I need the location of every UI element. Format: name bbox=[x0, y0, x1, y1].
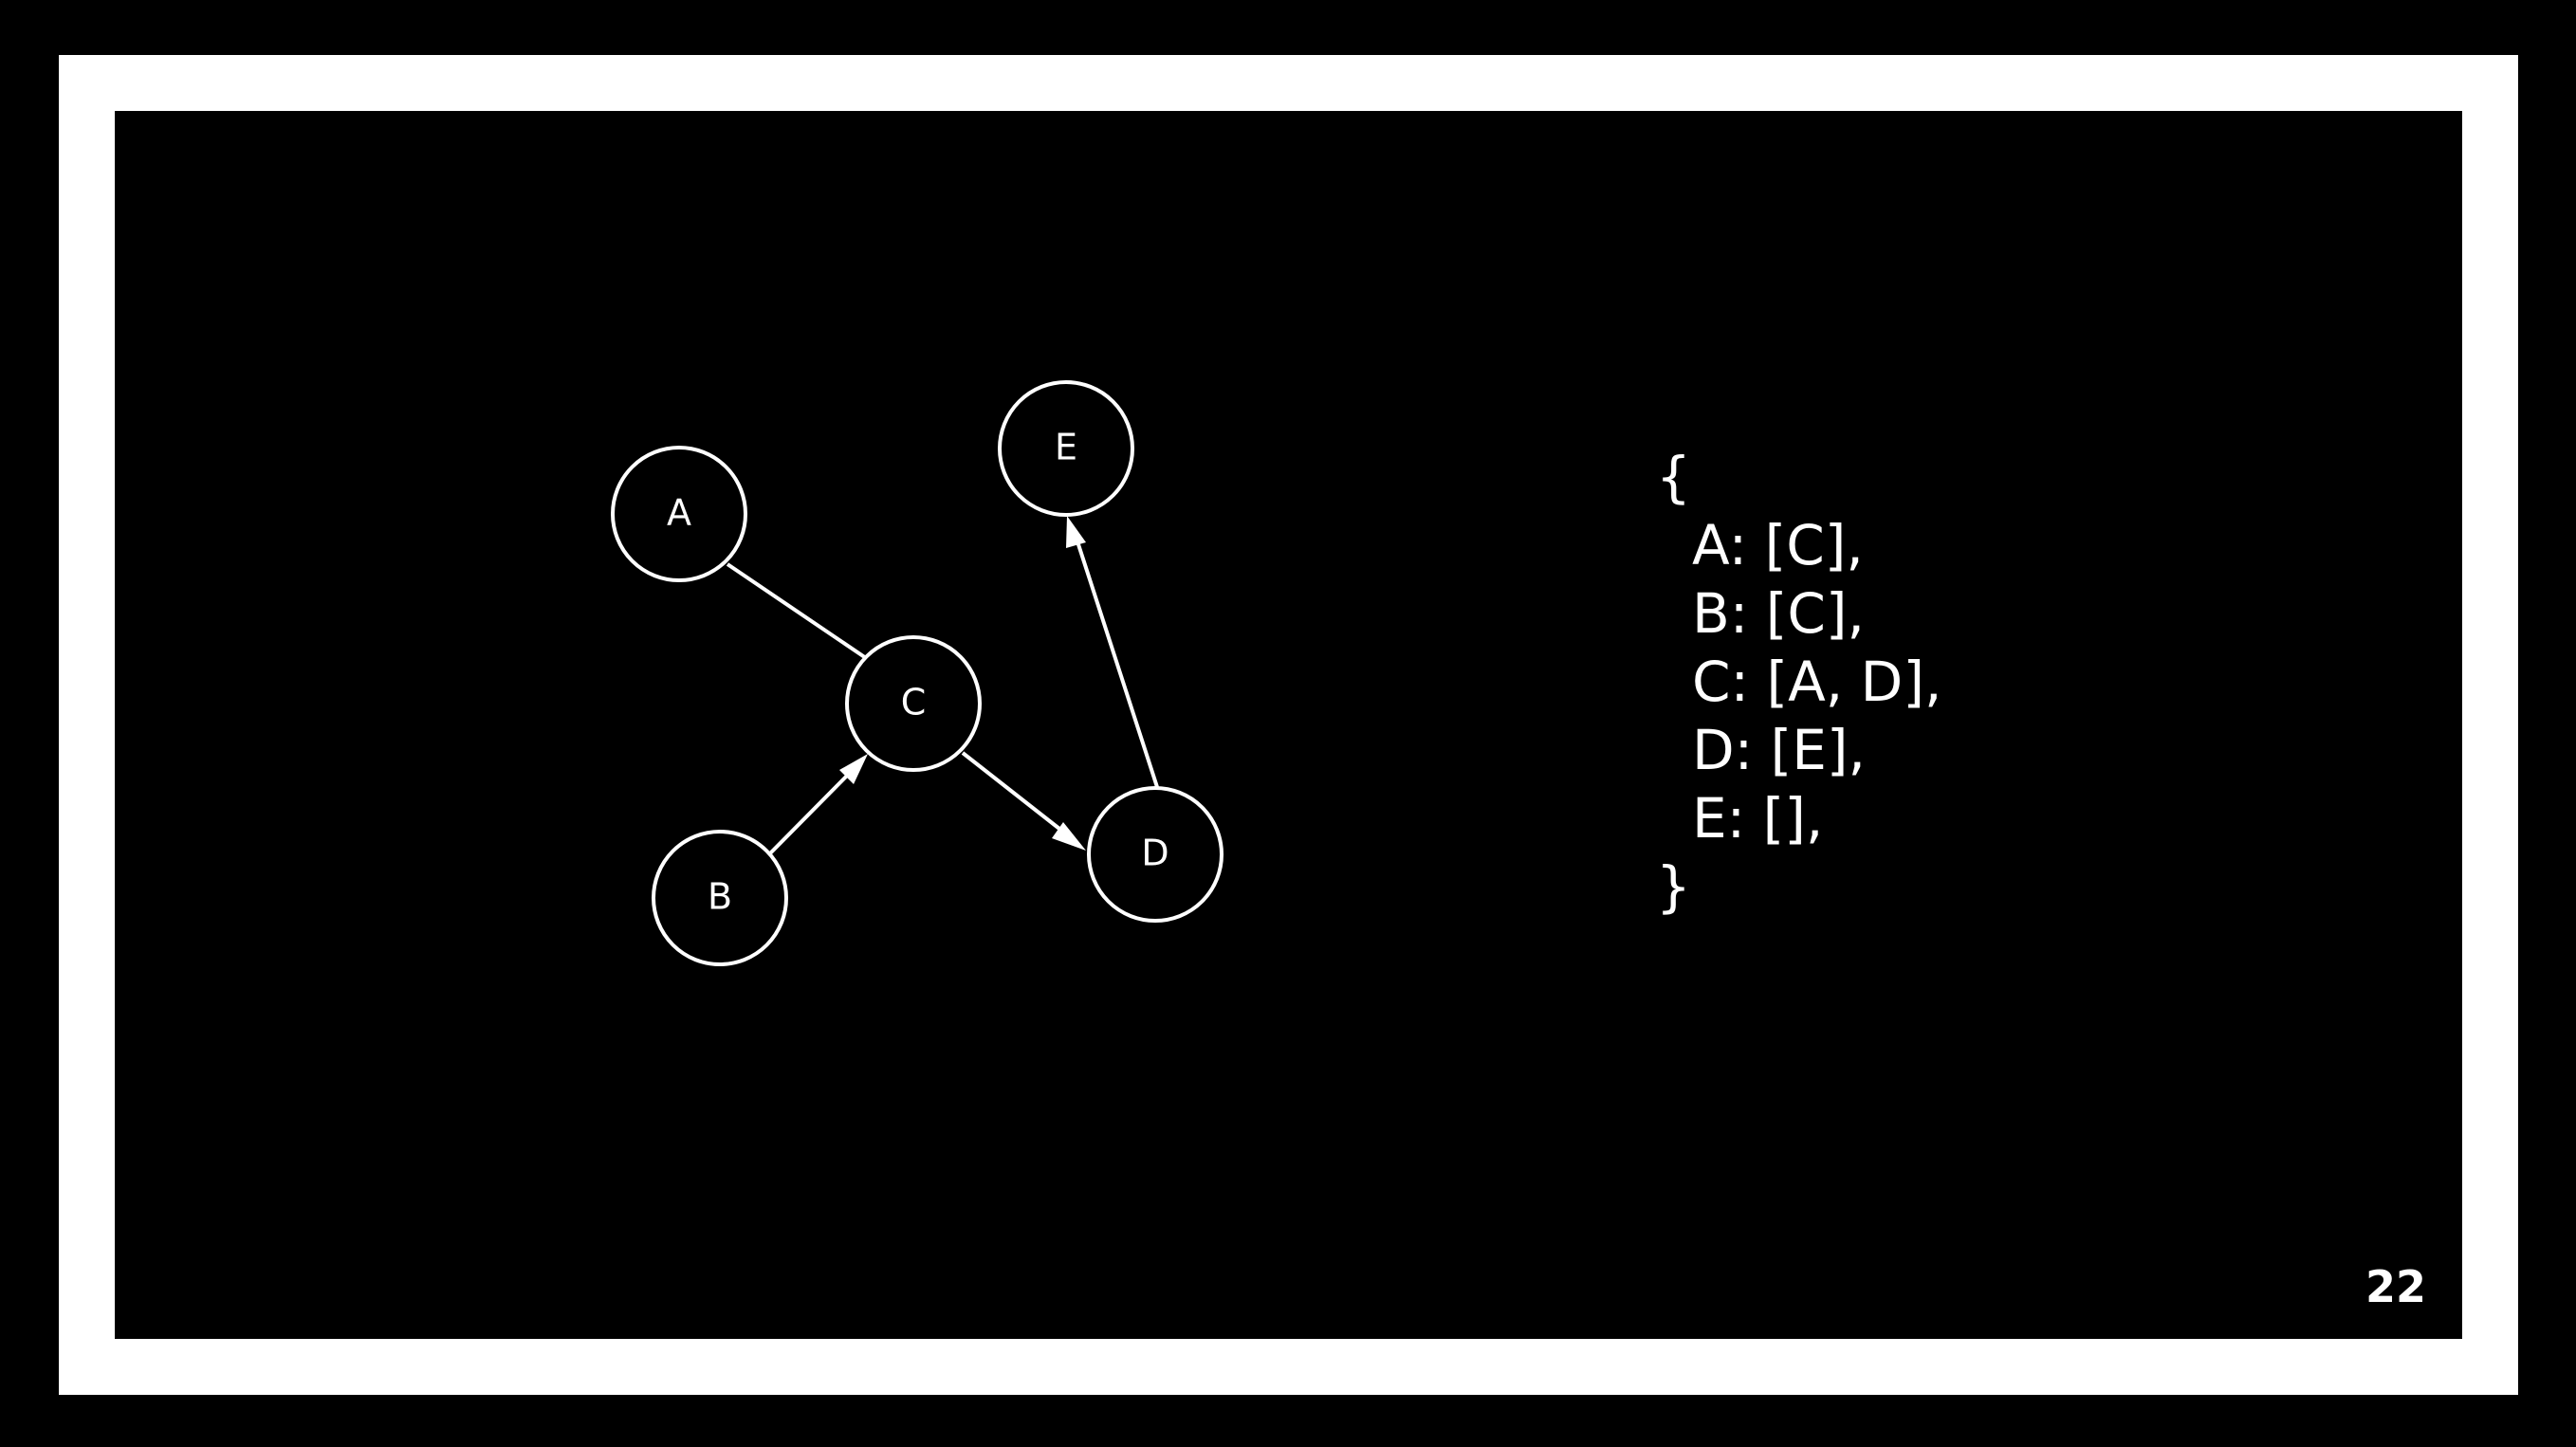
adjacency-line-e: E: [], bbox=[1692, 786, 1824, 851]
node-c-label: C bbox=[901, 682, 927, 724]
edge-b-c bbox=[766, 770, 853, 857]
adjacency-line-b: B: [C], bbox=[1692, 581, 1865, 646]
adjacency-line-c: C: [A, D], bbox=[1692, 650, 1942, 714]
adjacency-list: { A: [C], B: [C], C: [A, D], D: [E], E: … bbox=[1656, 443, 1941, 921]
edge-d-e-arrowhead bbox=[1066, 516, 1086, 548]
graph-diagram: A B C D E bbox=[611, 380, 1224, 966]
open-brace: { bbox=[1656, 445, 1691, 509]
node-e-label: E bbox=[1055, 427, 1077, 468]
edge-a-c bbox=[726, 562, 871, 662]
edge-c-d bbox=[961, 751, 1061, 831]
node-b-label: B bbox=[708, 876, 732, 918]
adjacency-line-d: D: [E], bbox=[1692, 718, 1866, 782]
edge-d-e bbox=[1075, 538, 1159, 788]
slide-number: 22 bbox=[2364, 1261, 2426, 1312]
node-a-label: A bbox=[667, 492, 691, 534]
node-c: C bbox=[845, 635, 982, 772]
adjacency-line-a: A: [C], bbox=[1692, 513, 1864, 577]
node-d-label: D bbox=[1141, 833, 1168, 874]
slide-canvas: A B C D E { A: [C], B: [C], C: [A, D], D… bbox=[115, 111, 2462, 1339]
edge-c-d-arrowhead bbox=[1052, 822, 1086, 851]
node-b: B bbox=[652, 830, 788, 966]
node-e: E bbox=[998, 380, 1134, 517]
close-brace: } bbox=[1656, 854, 1691, 919]
node-d: D bbox=[1087, 786, 1224, 923]
edge-b-c-arrowhead bbox=[839, 754, 868, 784]
node-a: A bbox=[611, 446, 747, 582]
